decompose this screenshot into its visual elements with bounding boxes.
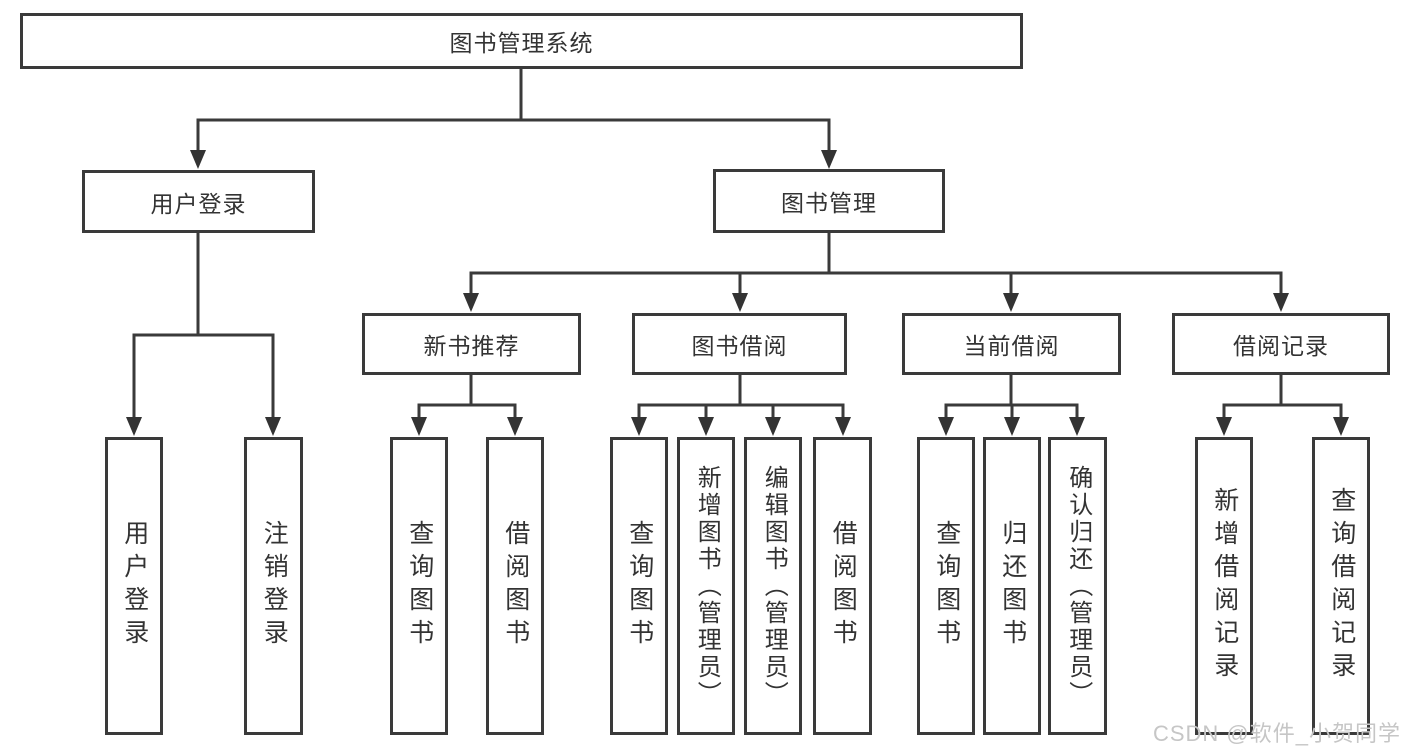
node-new-book-recommend-label: 新书推荐 [423, 333, 520, 359]
node-book-management: 图书管理 [713, 169, 945, 233]
leaf-query-books-borrowing-label: 查询图书 [625, 520, 654, 652]
csdn-watermark: CSDN @软件_小贺同学 [1152, 721, 1401, 746]
node-user-login-label: 用户登录 [150, 190, 247, 217]
leaf-return-books: 归还图书 [983, 437, 1041, 735]
leaf-edit-books-admin: 编辑图书（管理员） [744, 437, 802, 735]
leaf-return-books-label: 归还图书 [998, 520, 1027, 652]
leaf-add-borrow-record-label: 新增借阅记录 [1210, 487, 1239, 685]
leaf-query-books-current: 查询图书 [917, 437, 975, 735]
leaf-logout-label: 注销登录 [260, 520, 289, 652]
node-book-borrowing: 图书借阅 [632, 313, 847, 375]
leaf-query-borrow-record-label: 查询借阅记录 [1327, 487, 1356, 685]
leaf-add-books-admin-label: 新增图书（管理员） [693, 464, 721, 708]
node-book-management-label: 图书管理 [781, 190, 877, 216]
leaf-query-books-recommend: 查询图书 [390, 437, 448, 735]
leaf-query-books-borrowing: 查询图书 [610, 437, 668, 735]
leaf-confirm-return-admin: 确认归还（管理员） [1048, 437, 1107, 735]
leaf-logout: 注销登录 [244, 437, 303, 735]
leaf-query-books-recommend-label: 查询图书 [405, 520, 434, 652]
node-borrow-records-label: 借阅记录 [1233, 333, 1329, 359]
leaf-borrow-books-recommend: 借阅图书 [486, 437, 544, 735]
node-user-login: 用户登录 [82, 170, 315, 233]
leaf-add-borrow-record: 新增借阅记录 [1195, 437, 1253, 735]
node-system-root: 图书管理系统 [20, 13, 1023, 69]
node-borrow-records: 借阅记录 [1172, 313, 1390, 375]
leaf-user-login-label: 用户登录 [120, 520, 149, 652]
leaf-add-books-admin: 新增图书（管理员） [677, 437, 735, 735]
leaf-borrow-books-borrowing-label: 借阅图书 [829, 520, 858, 652]
leaf-query-books-current-label: 查询图书 [932, 520, 961, 652]
connector-arrowheads [126, 150, 1349, 436]
node-book-borrowing-label: 图书借阅 [691, 333, 788, 359]
leaf-confirm-return-admin-label: 确认归还（管理员） [1064, 464, 1092, 708]
connector-strokes [132, 69, 1343, 419]
leaf-borrow-books-recommend-label: 借阅图书 [501, 520, 530, 652]
node-current-borrowing: 当前借阅 [902, 313, 1121, 375]
leaf-borrow-books-borrowing: 借阅图书 [813, 437, 872, 735]
leaf-query-borrow-record: 查询借阅记录 [1312, 437, 1370, 735]
node-system-root-label: 图书管理系统 [449, 30, 594, 56]
leaf-edit-books-admin-label: 编辑图书（管理员） [760, 464, 788, 708]
leaf-user-login: 用户登录 [105, 437, 163, 735]
node-new-book-recommend: 新书推荐 [362, 313, 581, 375]
node-current-borrowing-label: 当前借阅 [963, 333, 1060, 359]
